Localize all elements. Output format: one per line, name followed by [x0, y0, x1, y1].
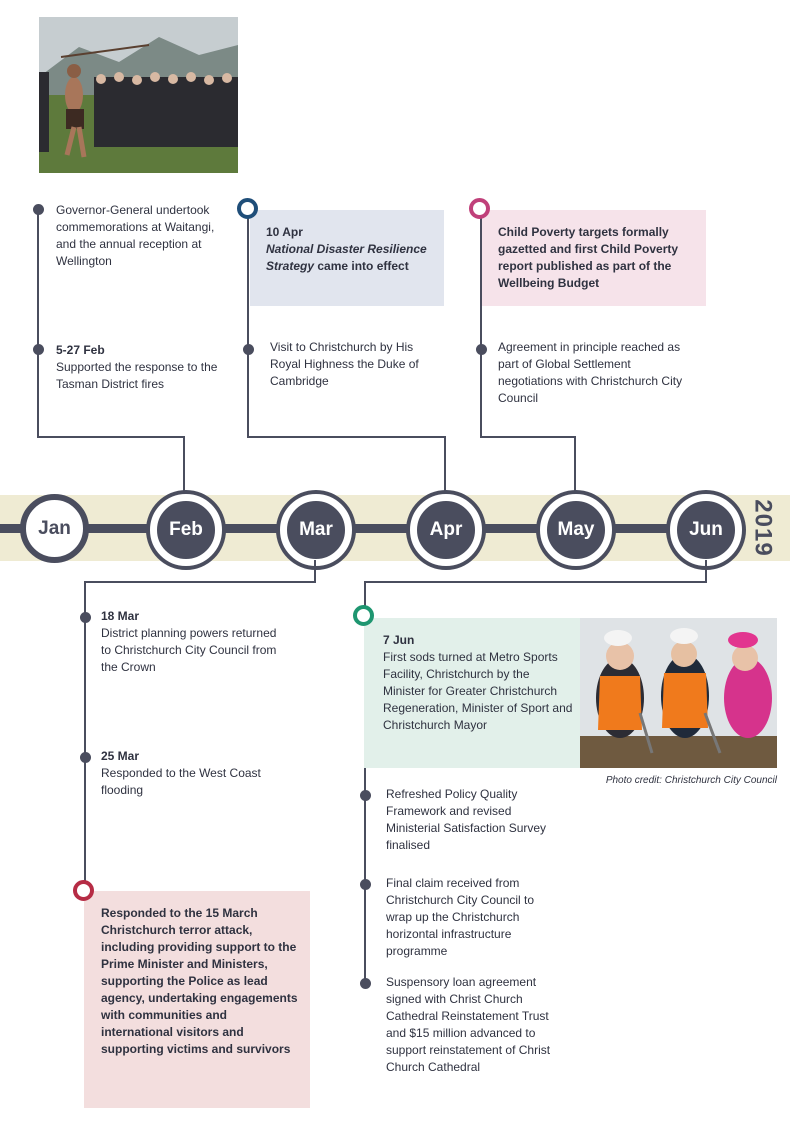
highlight-box-green — [364, 618, 580, 768]
connector — [84, 581, 86, 893]
timeline-dot — [80, 612, 91, 623]
timeline-dot — [360, 879, 371, 890]
event-west-coast: 25 Mar Responded to the West Coast flood… — [101, 748, 281, 799]
connector — [574, 436, 576, 498]
highlight-box-blue — [250, 210, 444, 306]
event-date: 5-27 Feb — [56, 343, 105, 357]
month-may: May — [540, 494, 612, 566]
event-waitangi: Governor-General undertook commemoration… — [56, 203, 215, 268]
event-final-claim: Final claim received from Christchurch C… — [386, 876, 535, 958]
event-date: 18 Mar — [101, 609, 140, 623]
event-date: 7 Jun — [383, 633, 415, 647]
connector — [364, 581, 366, 981]
event-text: came into effect — [314, 259, 409, 273]
connector — [444, 436, 446, 498]
highlight-ring-blue — [237, 198, 258, 219]
year-text: 2019 — [750, 499, 778, 557]
highlight-box-red — [84, 891, 310, 1108]
event-global-settlement: Agreement in principle reached as part o… — [498, 340, 683, 405]
photo-credit: Photo credit: Christchurch City Council — [605, 775, 777, 786]
timeline-dot — [243, 344, 254, 355]
connector — [314, 560, 316, 583]
connector — [37, 209, 39, 438]
event-planning-powers: 18 Mar District planning powers returned… — [101, 608, 281, 676]
event-resilience-strategy: 10 Apr National Disaster Resilience Stra… — [266, 224, 438, 275]
event-duke-visit: Visit to Christchurch by His Royal Highn… — [270, 340, 419, 388]
sod-turning-photo — [580, 618, 777, 768]
event-policy-framework: Refreshed Policy Quality Framework and r… — [386, 787, 547, 852]
event-text: Supported the response to the Tasman Dis… — [56, 360, 218, 391]
strategy-name: National Disaster Resilience Strategy — [266, 242, 427, 273]
month-feb: Feb — [150, 494, 222, 566]
timeline-dot — [80, 752, 91, 763]
event-tasman-fires: 5-27 Feb Supported the response to the T… — [56, 342, 231, 393]
event-cathedral-loan: Suspensory loan agreement signed with Ch… — [386, 975, 551, 1074]
event-text: Responded to the West Coast flooding — [101, 766, 261, 797]
highlight-ring-red — [73, 880, 94, 901]
connector — [480, 436, 576, 438]
connector — [84, 581, 316, 583]
event-terror-attack: Responded to the 15 March Christchurch t… — [101, 906, 298, 1056]
timeline-dot — [33, 344, 44, 355]
connector — [37, 436, 185, 438]
connector — [183, 436, 185, 498]
waitangi-photo — [39, 17, 238, 173]
connector — [247, 436, 446, 438]
connector — [705, 560, 707, 583]
connector — [480, 213, 482, 438]
month-mar: Mar — [280, 494, 352, 566]
connector — [364, 581, 707, 583]
highlight-box-pink — [482, 210, 706, 306]
timeline-dot — [360, 790, 371, 801]
highlight-ring-pink — [469, 198, 490, 219]
event-text: District planning powers returned to Chr… — [101, 626, 277, 674]
timeline-dot — [476, 344, 487, 355]
connector — [247, 213, 249, 438]
month-apr: Apr — [410, 494, 482, 566]
event-date: 10 Apr — [266, 225, 303, 239]
timeline-dot — [360, 978, 371, 989]
event-date: 25 Mar — [101, 749, 140, 763]
highlight-ring-green — [353, 605, 374, 626]
event-text: First sods turned at Metro Sports Facili… — [383, 650, 573, 732]
event-child-poverty: Child Poverty targets formally gazetted … — [498, 225, 679, 290]
timeline-dot — [33, 204, 44, 215]
year-label: 2019 — [740, 490, 786, 566]
event-metro-sports: 7 Jun First sods turned at Metro Sports … — [383, 632, 573, 734]
timeline-track — [0, 524, 745, 533]
month-jun: Jun — [670, 494, 742, 566]
month-jan: Jan — [20, 494, 89, 563]
